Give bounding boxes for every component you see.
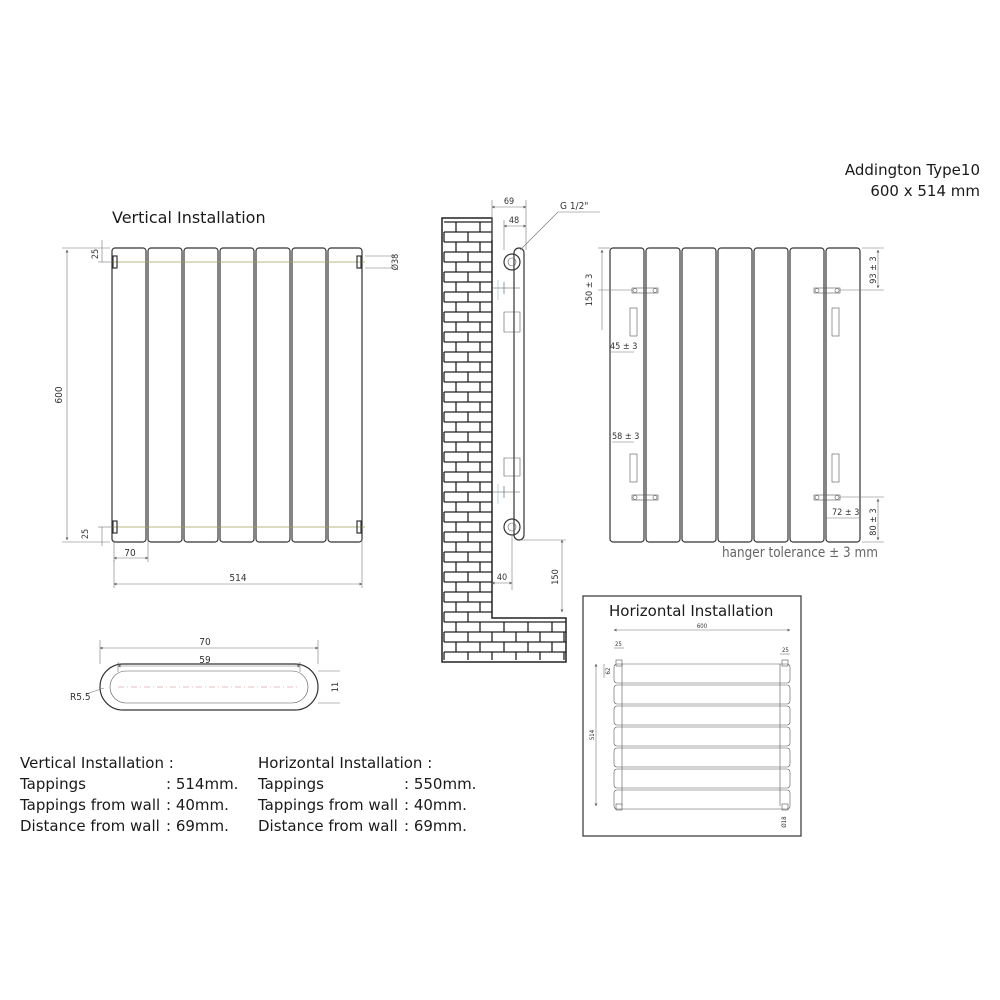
spec-horizontal-distance-label: Distance from wall [258, 817, 398, 835]
front-column [255, 247, 291, 543]
back-view: 150 ± 3 45 ± 3 58 ± 3 93 ± 3 80 ± 3 72 ±… [585, 247, 884, 543]
dim-wall-distance: 40 [497, 573, 507, 583]
product-size: 600 x 514 mm [870, 182, 980, 200]
back-column [609, 247, 645, 543]
pipe-top [503, 253, 521, 271]
spec-horizontal-tappings-value: : 550mm. [404, 775, 477, 793]
dim-section-inner: 59 [199, 655, 211, 666]
spec-vertical: Vertical Installation : Tappings : 514mm… [20, 753, 250, 843]
front-column [111, 247, 147, 543]
vertical-view-title: Vertical Installation [112, 208, 266, 227]
horizontal-row [613, 747, 791, 768]
back-column [717, 247, 753, 543]
dim-section-radius: R5.5 [70, 692, 91, 703]
front-column [291, 247, 327, 543]
spec-vertical-distance-value: : 69mm. [166, 817, 229, 835]
dim-h-width: 600 [697, 623, 708, 630]
spec-vertical-wall-tap-value: : 40mm. [166, 796, 229, 814]
section-inner [109, 670, 309, 704]
dim-top-bracket: 150 ± 3 [585, 274, 595, 307]
horizontal-row [613, 789, 791, 810]
spec-horizontal-wall-tap-value: : 40mm. [404, 796, 467, 814]
tap-top-left [112, 255, 118, 269]
spec-vertical-tappings-value: : 514mm. [166, 775, 239, 793]
spec-vertical-wall-tap-label: Tappings from wall [20, 796, 161, 814]
dim-section-thickness: 11 [331, 682, 341, 692]
front-column [183, 247, 219, 543]
hangers [629, 287, 841, 501]
h-tap [615, 659, 623, 667]
horizontal-row [613, 768, 791, 789]
dim-thread: G 1/2" [560, 201, 588, 212]
dim-pipe-diameter: Ø38 [390, 254, 401, 271]
h-tap [781, 659, 789, 667]
back-column [753, 247, 789, 543]
spec-horizontal-tappings-label: Tappings [258, 775, 324, 793]
h-tap [781, 803, 789, 811]
dim-h-right: 25 [782, 647, 789, 654]
horizontal-rows [613, 659, 791, 811]
spec-horizontal-distance-value: : 69mm. [404, 817, 467, 835]
dim-bottom-offset: 25 [81, 529, 91, 539]
vertical-columns [111, 247, 363, 543]
front-column [327, 247, 363, 543]
spec-vertical-distance-label: Distance from wall [20, 817, 160, 835]
product-name: Addington Type10 [844, 161, 980, 179]
back-columns [609, 247, 861, 543]
dim-inner-depth: 48 [509, 216, 519, 226]
tap-top-right [356, 255, 362, 269]
back-column [825, 247, 861, 543]
horizontal-row [613, 705, 791, 726]
bracket-bottom [492, 457, 521, 498]
bracket-top [492, 282, 521, 333]
pipe-bottom [503, 518, 521, 536]
horizontal-row [613, 663, 791, 684]
back-column [681, 247, 717, 543]
horizontal-row [613, 726, 791, 747]
spec-horizontal-wall-tap-label: Tappings from wall [258, 796, 399, 814]
tap-bottom-right [356, 520, 362, 534]
hanger-tolerance-note: hanger tolerance ± 3 mm [722, 545, 878, 561]
dim-section-outer: 70 [199, 637, 211, 648]
front-column [147, 247, 183, 543]
h-tap [615, 803, 623, 811]
back-column [789, 247, 825, 543]
section-outer [99, 663, 319, 711]
back-column [645, 247, 681, 543]
dim-h-height: 514 [589, 729, 596, 740]
tap-bottom-left [112, 520, 118, 534]
radiator-side-body [513, 247, 525, 541]
dim-tap-offset: 70 [124, 548, 136, 559]
section-view: 70 59 11 R5.5 [70, 637, 341, 711]
dim-top-offset: 25 [91, 249, 101, 259]
dim-depth: 69 [504, 197, 514, 207]
dim-h-top: 62 [605, 668, 612, 675]
dim-floor-clearance: 150 [551, 569, 561, 584]
horizontal-row [613, 684, 791, 705]
horizontal-view-title: Horizontal Installation [609, 602, 774, 620]
spec-horizontal: Horizontal Installation : Tappings : 550… [258, 753, 488, 843]
dim-h-left: 25 [615, 641, 622, 648]
spec-horizontal-title: Horizontal Installation : [258, 754, 433, 772]
dim-bottom-bracket: 72 ± 3 [832, 508, 859, 518]
dim-height: 600 [54, 386, 65, 403]
dim-mid-a: 45 ± 3 [610, 342, 637, 352]
spec-vertical-title: Vertical Installation : [20, 754, 174, 772]
horizontal-inset: 600 25 25 62 514 Ø18 [582, 595, 802, 837]
dim-width: 514 [229, 573, 246, 584]
dim-mid-b: 58 ± 3 [612, 432, 639, 442]
dim-h-pipe: Ø18 [781, 816, 788, 828]
brick-wall [441, 217, 567, 663]
horizontal-inset-frame [582, 595, 802, 837]
vertical-front-view: 600 25 25 Ø38 70 514 [54, 240, 401, 588]
front-column [219, 247, 255, 543]
dim-right-top: 93 ± 3 [869, 256, 879, 283]
spec-vertical-tappings-label: Tappings [20, 775, 86, 793]
side-view: 69 48 G 1/2" 40 150 [441, 197, 600, 663]
dim-right-bottom: 80 ± 3 [869, 508, 879, 535]
